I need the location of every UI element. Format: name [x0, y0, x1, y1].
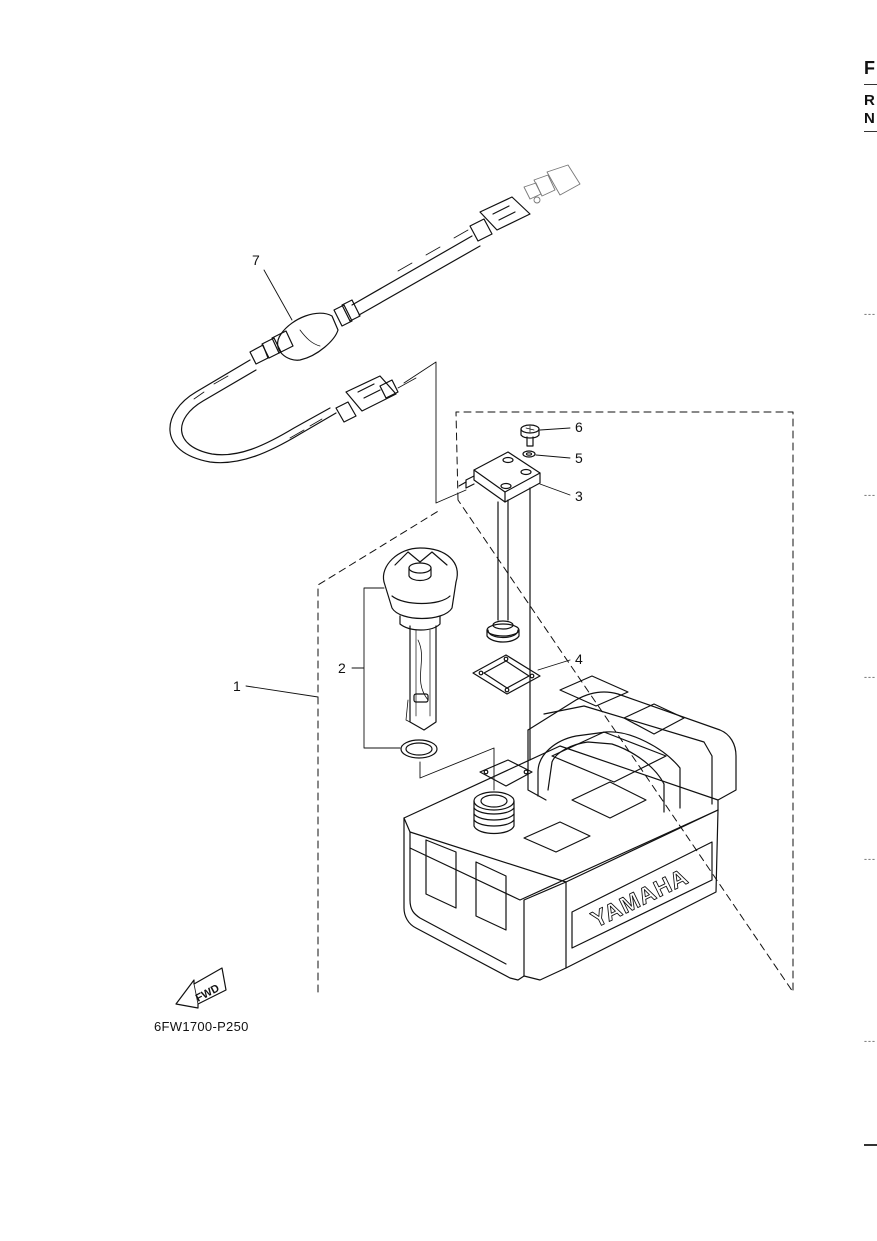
edge-dash: ---	[864, 309, 876, 319]
hose-connector-tank	[335, 375, 399, 423]
leader-filler-neck	[419, 747, 495, 791]
callout-4: 4	[575, 651, 583, 667]
diagram-code: 6FW1700-P250	[154, 1019, 249, 1034]
forward-direction-icon: FWD	[175, 967, 227, 1009]
leader-4	[537, 659, 571, 671]
edge-dash: ---	[864, 1036, 876, 1046]
edge-letter-f: F	[864, 58, 875, 78]
edge-letter-r: R	[864, 92, 875, 109]
leader-1	[245, 685, 319, 698]
leader-2	[351, 587, 401, 749]
gasket-part-4	[472, 654, 541, 695]
fwd-label: FWD	[194, 982, 222, 1004]
tank-filler-neck	[473, 791, 515, 835]
edge-dash: ---	[864, 490, 876, 500]
fuel-meter-part-3	[458, 451, 541, 761]
leader-7	[263, 269, 293, 321]
leader-5	[535, 454, 571, 459]
callout-3: 3	[575, 488, 583, 504]
edge-dash: ---	[864, 854, 876, 864]
hose-connector-engine	[469, 196, 531, 242]
edge-rule	[864, 131, 877, 132]
callout-1: 1	[233, 678, 241, 694]
screw-part-6	[520, 424, 540, 447]
callout-6: 6	[575, 419, 583, 435]
engine-connector-ghost	[523, 164, 581, 204]
leader-6	[539, 427, 571, 431]
edge-dash: ---	[864, 672, 876, 682]
fuel-hose-assembly	[169, 164, 581, 504]
leader-3	[539, 483, 571, 496]
edge-rule-bottom	[864, 1144, 877, 1146]
primer-bulb	[249, 312, 339, 365]
filler-cap-part-2	[382, 547, 458, 731]
o-ring-part-2	[400, 739, 438, 759]
hose-fitting	[333, 299, 361, 327]
callout-7: 7	[252, 252, 260, 268]
callout-5: 5	[575, 450, 583, 466]
washer-part-5	[522, 450, 536, 458]
edge-letter-n: N	[864, 110, 875, 127]
callout-2: 2	[338, 660, 346, 676]
edge-rule	[864, 84, 877, 85]
fuel-tank: YAMAHA	[403, 675, 737, 981]
part-1-assembly-boundary	[317, 411, 794, 993]
